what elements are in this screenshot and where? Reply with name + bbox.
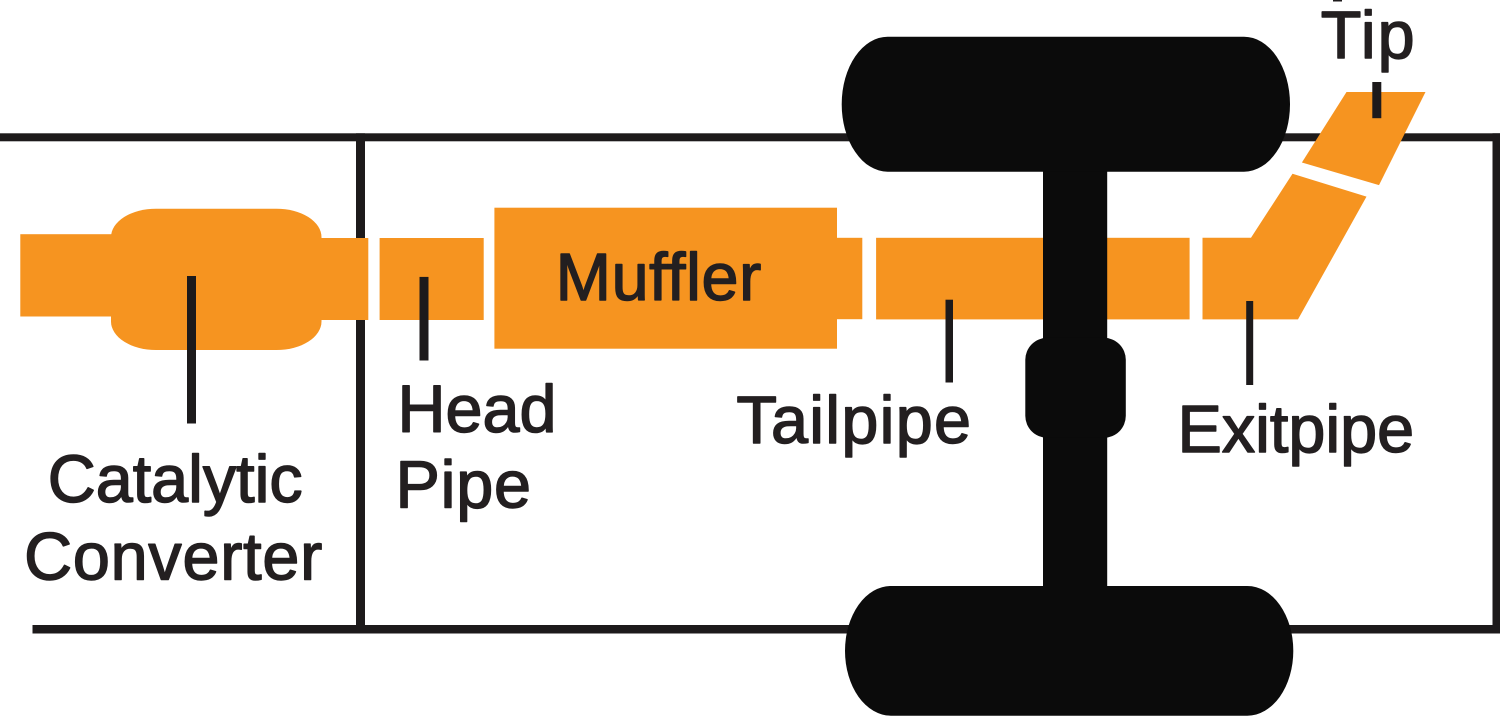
svg-text:Tip: Tip [1321,0,1417,73]
svg-text:Head: Head [398,373,557,447]
svg-text:Exitpipe: Exitpipe [1178,393,1415,467]
svg-text:Tailpipe: Tailpipe [736,384,972,458]
svg-text:Pipe: Pipe [396,449,532,523]
svg-text:Muffler: Muffler [556,241,762,315]
svg-text:Catalytic: Catalytic [48,443,303,517]
svg-text:Converter: Converter [24,521,323,595]
